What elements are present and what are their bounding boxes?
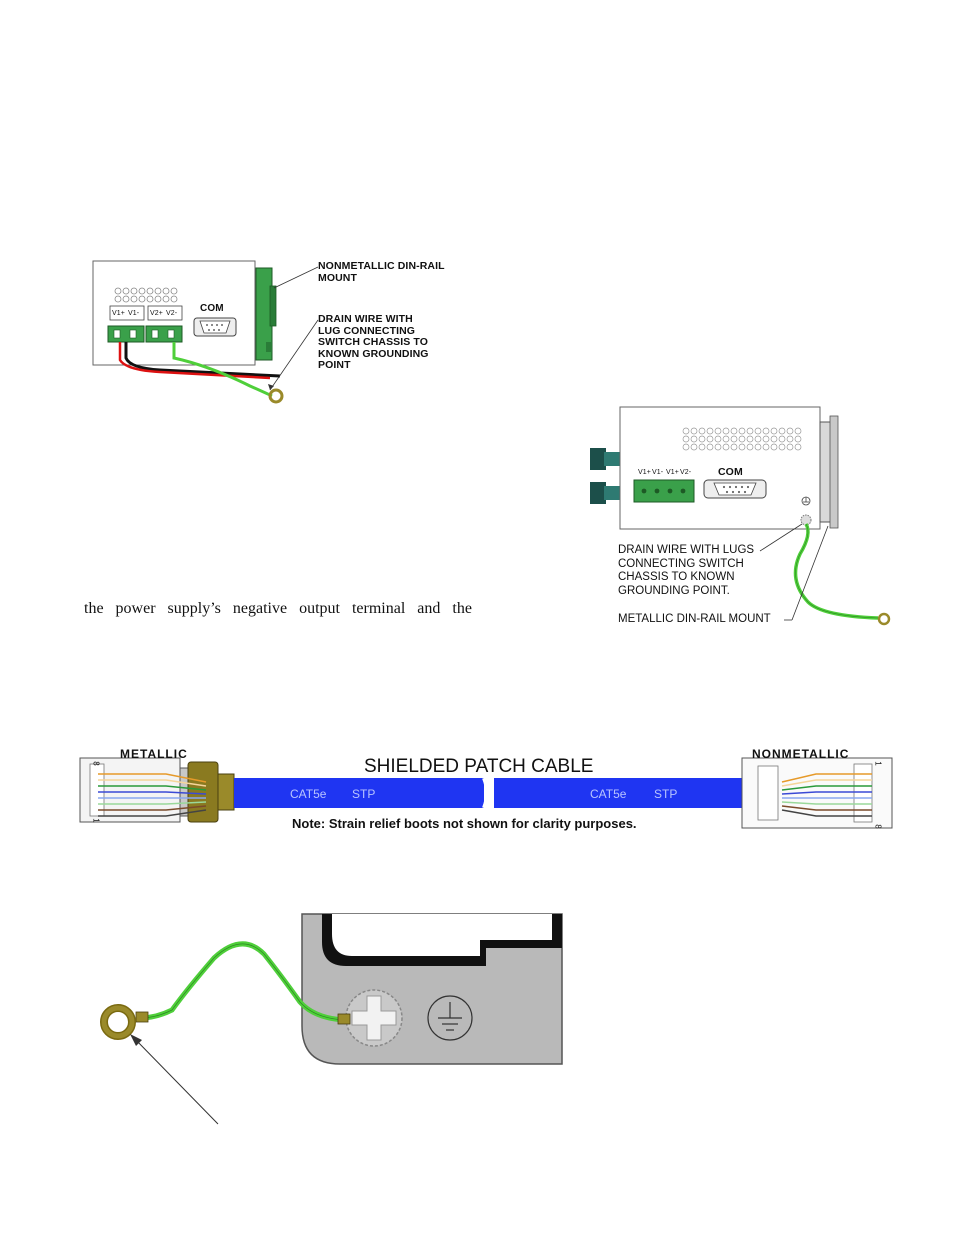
cable-title: SHIELDED PATCH CABLE [364,756,594,777]
figure-shielded-patch-cable: SHIELDED PATCH CABLE METALLIC NONMETALLI… [76,746,896,836]
callout-metallic-din-mount: METALLIC DIN-RAIL MOUNT [618,613,771,625]
com-label-metallic: COM [718,466,743,478]
callout-drain-wire-lug: DRAIN WIRE WITH LUG CONNECTING SWITCH CH… [318,313,429,371]
callout-nonmetallic-mount: NONMETALLIC DIN-RAIL MOUNT [318,260,445,284]
cable-marking-cat5e-left: CAT5e [290,787,327,801]
terminal-label-v2-minus: V2- [166,310,178,317]
right-pin-8: 8 [873,824,883,829]
metallic-chassis-drawing [590,406,891,626]
figure-grounding-lug-closeup [90,913,570,1129]
terminal-label-v1-plus-metallic: V1+ [638,469,651,476]
figure-metallic-din-mount: COM V1+ V1- V1+ V2- DRAIN WIRE WITH LUGS… [584,404,904,634]
cable-marking-stp-right: STP [654,787,678,801]
terminal-label-v1-minus-metallic: V1- [652,469,664,476]
left-pin-1: 1 [91,818,101,823]
cable-note: Note: Strain relief boots not shown for … [292,816,637,831]
body-text-line: the power supply’s negative output termi… [84,600,472,617]
switch-chassis-drawing [92,260,319,404]
cable-marking-cat5e-right: CAT5e [590,787,627,801]
terminal-label-v2-plus: V2+ [150,310,163,317]
grounding-lug-drawing [100,913,563,1125]
patch-cable-drawing [79,757,893,829]
figure-nonmetallic-din-mount: COM V1+ V1- V2+ V2- NONMETALLIC DIN-RAIL… [90,258,450,408]
left-connector-label: METALLIC [120,747,188,761]
right-connector-label: NONMETALLIC [752,747,850,761]
vent-holes [682,427,802,451]
com-label: COM [200,303,224,314]
terminal-label-v1b-plus-metallic: V1+ [666,469,679,476]
right-pin-1: 1 [873,761,883,766]
vent-holes [114,287,178,303]
left-pin-8: 8 [91,761,101,766]
callout-drain-wire-lugs: DRAIN WIRE WITH LUGS CONNECTING SWITCH C… [618,544,755,597]
terminal-label-v2-minus-metallic: V2- [680,469,692,476]
cable-marking-stp-left: STP [352,787,376,801]
terminal-label-v1-plus: V1+ [112,310,125,317]
terminal-label-v1-minus: V1- [128,310,140,317]
